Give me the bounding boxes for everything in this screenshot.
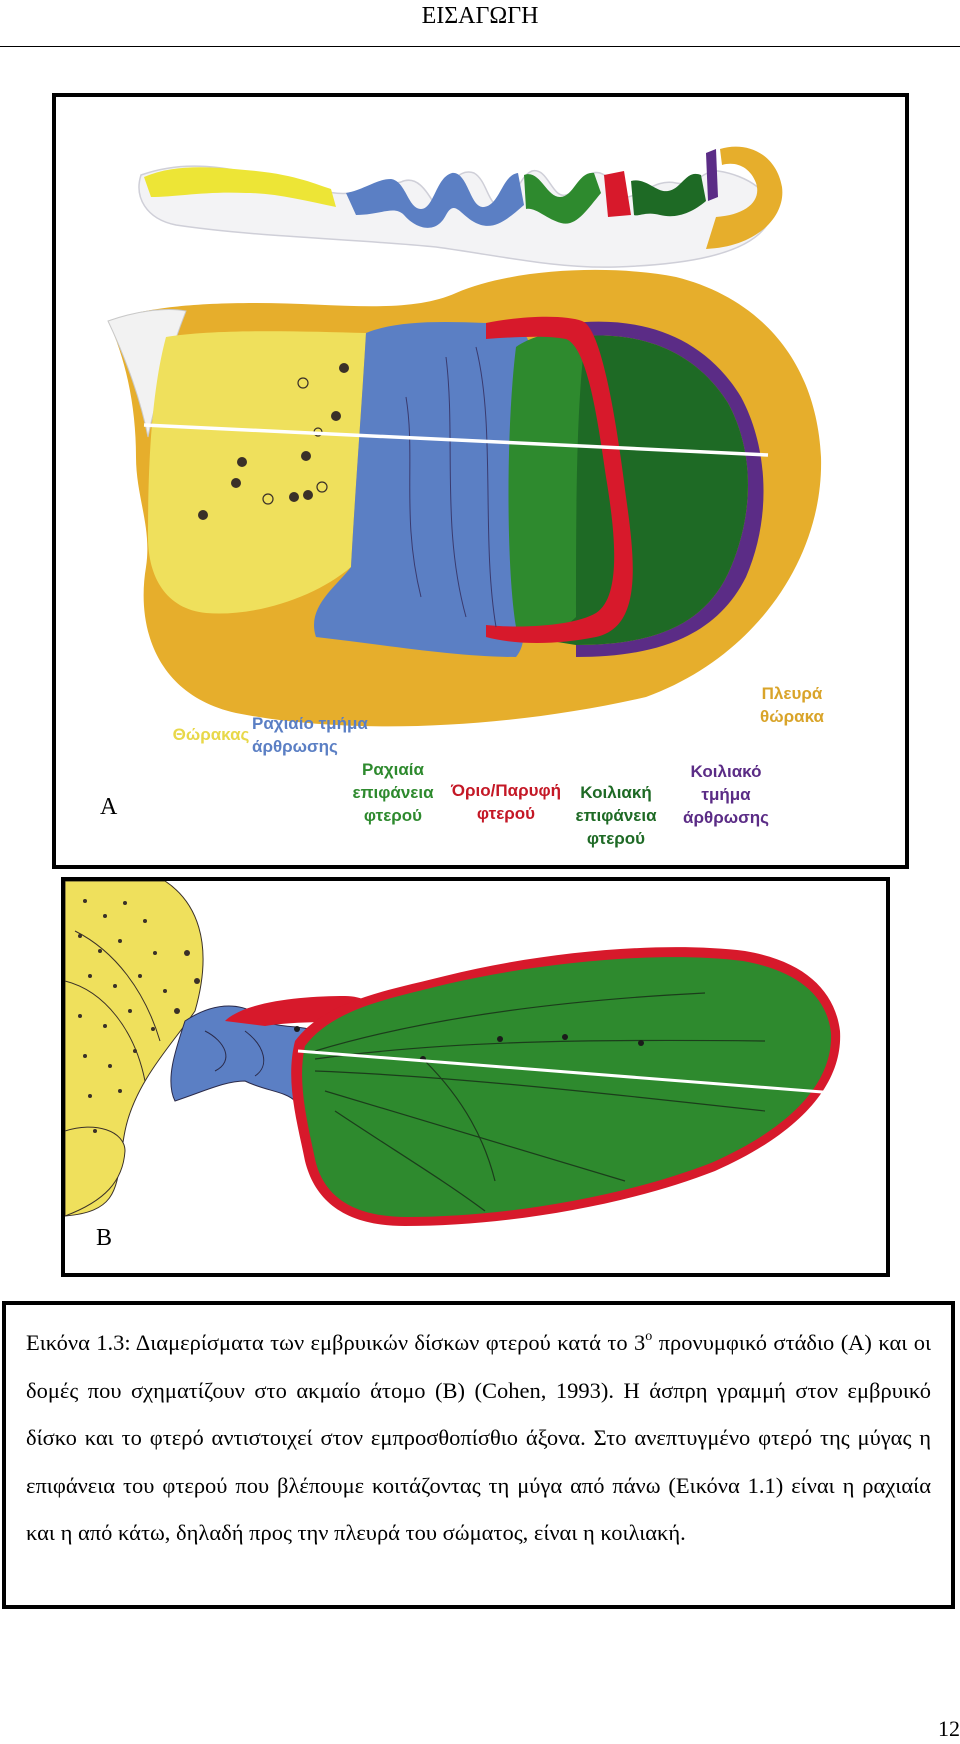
- label-wing-margin: Όριο/Παρυφή φτερού: [450, 781, 562, 823]
- page-number: 12: [938, 1716, 960, 1741]
- caption-text-part2: προνυμφικό στάδιο (Α) και οι δομές που σ…: [26, 1330, 932, 1545]
- panel-a-letter: A: [100, 794, 118, 820]
- label-pleura: Πλευρά θώρακα: [760, 684, 824, 726]
- label-thorax: Θώρακας: [172, 725, 250, 744]
- wing-disc: [107, 269, 822, 727]
- header-rule: [0, 46, 960, 47]
- adult-wing-illustration: [65, 881, 841, 1226]
- caption-superscript: ο: [645, 1329, 653, 1344]
- running-header: ΕΙΣΑΓΩΓΗ: [421, 3, 539, 29]
- figure-panel-b: B: [61, 877, 890, 1277]
- thorax-bristle-dots: [78, 899, 200, 1133]
- figure-panel-a: A Θώρακας Ραχιαίο τμήμα άρθρωσης Ραχιαία…: [52, 93, 909, 869]
- label-ventral-hinge: Κοιλιακό τμήμα άρθρωσης: [683, 762, 769, 827]
- disc-cross-section: [138, 146, 783, 268]
- caption-text-part1: Εικόνα 1.3: Διαμερίσματα των εμβρυικών δ…: [26, 1330, 646, 1355]
- wing-disc-illustration: [107, 146, 822, 727]
- figure-caption: Εικόνα 1.3: Διαμερίσματα των εμβρυικών δ…: [2, 1301, 955, 1609]
- label-dorsal-wing-surface: Ραχιαία επιφάνεια φτερού: [352, 760, 434, 825]
- label-dorsal-hinge: Ραχιαίο τμήμα άρθρωσης: [252, 714, 368, 756]
- label-ventral-wing-surface: Κοιλιακή επιφάνεια φτερού: [575, 783, 657, 848]
- panel-b-letter: B: [96, 1225, 113, 1251]
- wing-veins: [314, 992, 766, 1212]
